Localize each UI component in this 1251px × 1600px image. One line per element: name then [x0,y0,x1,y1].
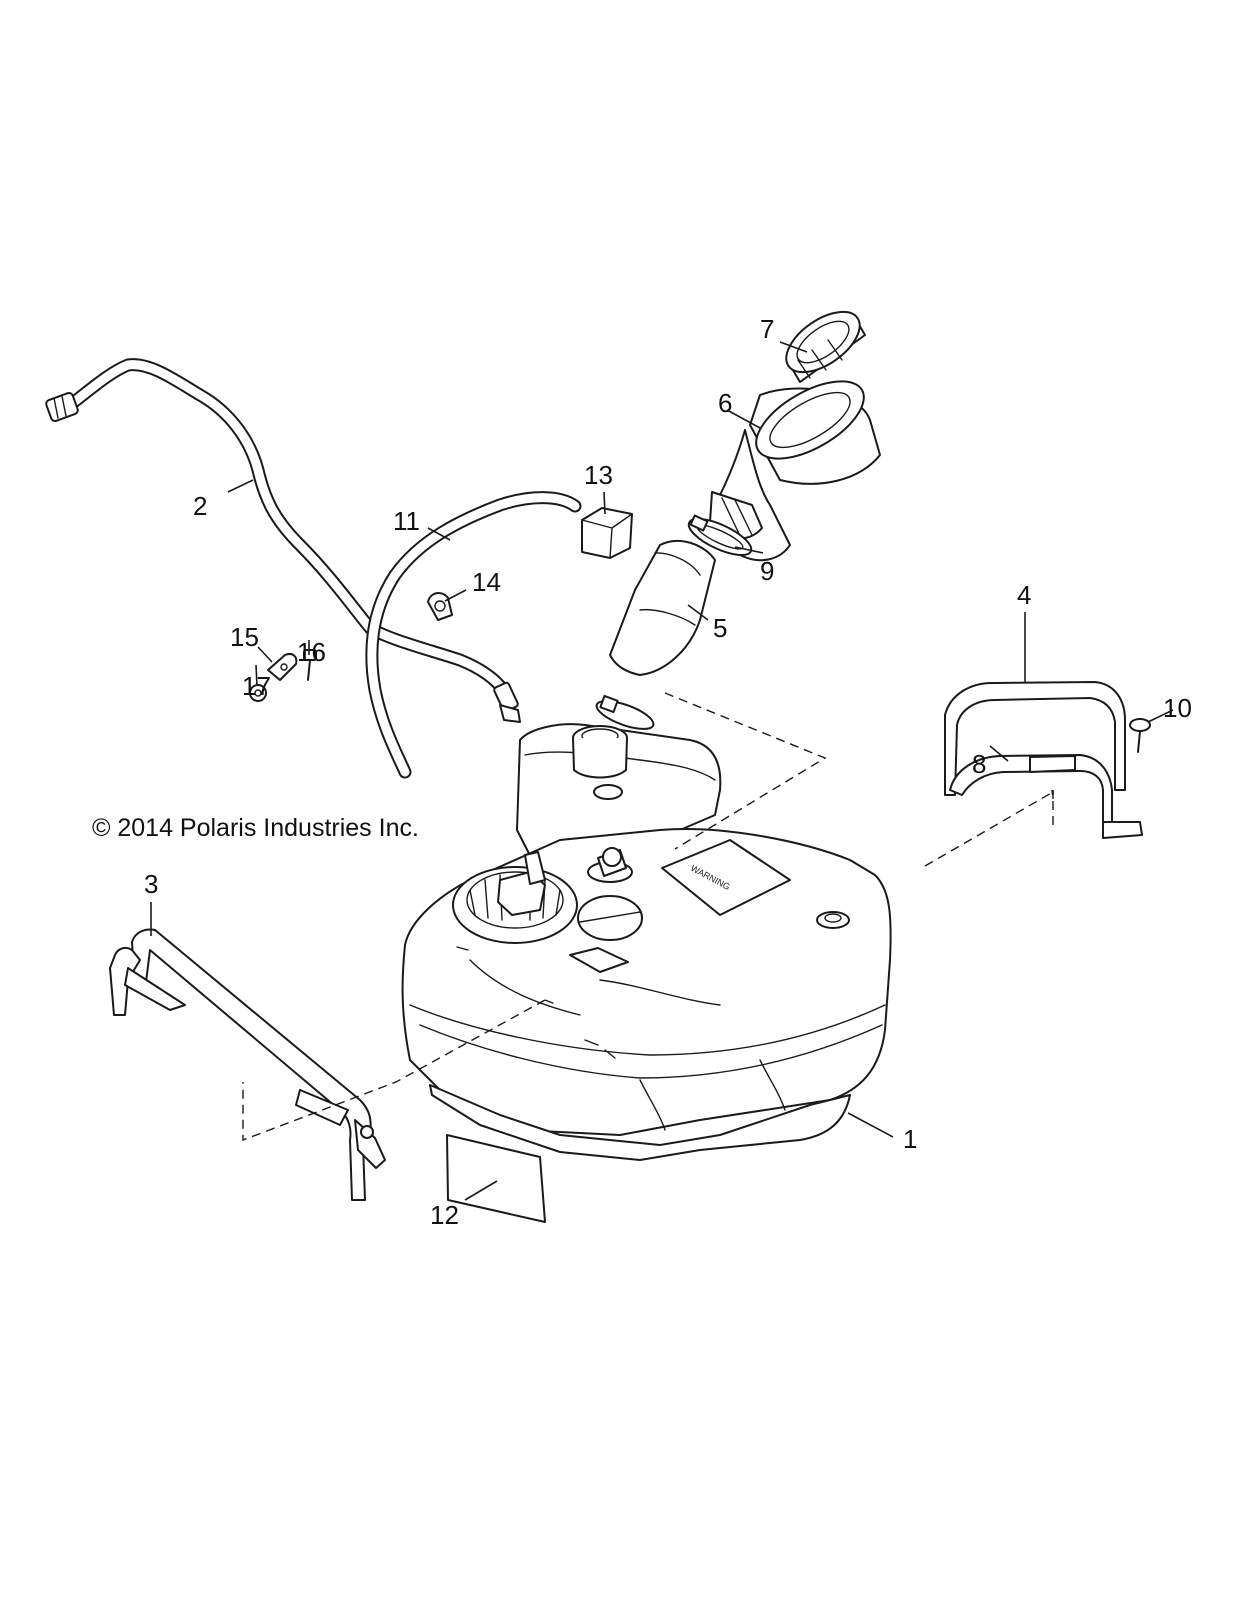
part-1-fuel-tank: WARNING [401,723,892,1161]
leader-lines [150,341,1174,1201]
part-11-breather-hose [365,491,582,779]
lower-hose-clamp [595,694,655,730]
callout-8: 8 [972,749,986,779]
callout-4: 4 [1017,580,1031,610]
part-15-bracket [267,653,298,681]
callout-labels: 1 2 3 4 5 6 7 8 9 10 11 12 13 14 15 16 1… [144,314,1192,1230]
part-9-hose-clamp [687,514,753,557]
part-2-vent-tube [45,358,521,723]
callout-14: 14 [472,567,501,597]
part-12-pad [446,1134,546,1223]
callout-5: 5 [713,613,727,643]
callout-3: 3 [144,869,158,899]
part-13-foam-block [581,507,633,559]
part-16-bolt [303,649,317,681]
callout-13: 13 [584,460,613,490]
part-14-clip [427,592,453,621]
part-3-front-strap [109,928,386,1201]
callout-17: 17 [242,671,271,701]
callout-16: 16 [297,637,326,667]
part-4-rear-strap [944,681,1126,796]
callout-2: 2 [193,491,207,521]
callout-9: 9 [760,556,774,586]
part-8-rear-strap [949,754,1143,839]
callout-6: 6 [718,388,732,418]
part-6-filler-neck [709,380,881,562]
callout-7: 7 [760,314,774,344]
part-10-bolt [1129,718,1151,753]
copyright-notice: © 2014 Polaris Industries Inc. [92,814,419,842]
part-5-filler-hose [609,540,716,676]
callout-10: 10 [1163,693,1192,723]
callout-11: 11 [393,506,420,536]
callout-1: 1 [903,1124,917,1154]
callout-12: 12 [430,1200,459,1230]
callout-15: 15 [230,622,259,652]
assembly-lines [242,692,1054,1142]
part-17-nut [249,684,267,702]
part-7-fuel-cap [785,310,866,383]
